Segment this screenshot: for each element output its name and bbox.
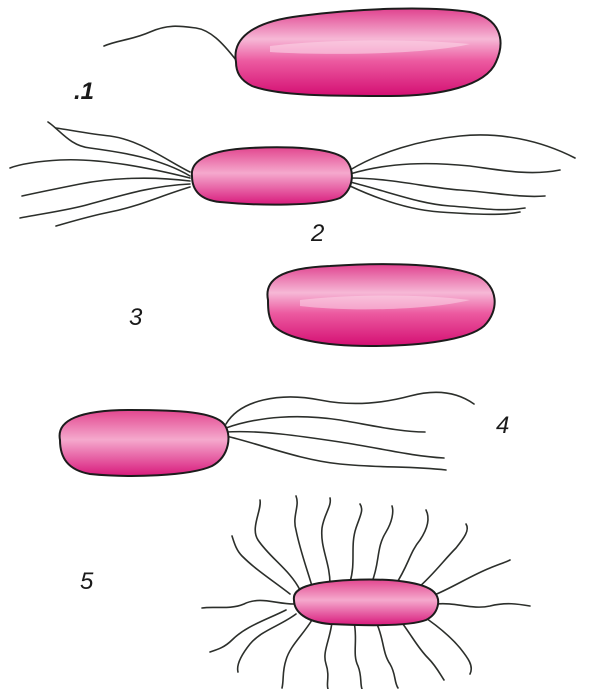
flagellum (432, 560, 510, 596)
flagellum (418, 524, 467, 588)
flagellum (376, 622, 398, 688)
cell-body (60, 410, 229, 476)
flagellum (226, 417, 425, 432)
flagellum (350, 178, 545, 196)
bacterium-2-amphitrichous (10, 122, 575, 226)
flagellum (350, 182, 525, 210)
flagellum (420, 614, 471, 674)
bacterium-1-monotrichous (104, 9, 500, 96)
flagellum (295, 496, 312, 586)
flagellum (255, 500, 300, 590)
flagellum (354, 622, 362, 689)
flagellum (350, 504, 362, 582)
flagellum (104, 26, 236, 60)
flagellum (56, 187, 190, 226)
flagellum (282, 620, 312, 688)
flagellum (322, 498, 331, 584)
label-1: .1 (74, 80, 94, 104)
cell-body (294, 580, 438, 626)
flagellum (372, 506, 393, 582)
cell-body (192, 147, 352, 204)
label-2: 2 (311, 222, 324, 246)
flagellum (325, 622, 332, 689)
flagellum (396, 510, 428, 584)
flagellum (350, 164, 560, 174)
label-3: 3 (129, 306, 142, 330)
bacterium-3-atrichous (267, 264, 494, 346)
bacterium-5-peritrichous (202, 496, 530, 689)
flagellum (436, 604, 530, 607)
label-5: 5 (80, 570, 93, 594)
flagellum (400, 620, 444, 680)
flagellum (202, 600, 294, 608)
bacterium-4-lophotrichous (60, 392, 474, 476)
flagellum (238, 614, 296, 672)
flagellum (10, 160, 190, 178)
label-4: 4 (496, 414, 509, 438)
